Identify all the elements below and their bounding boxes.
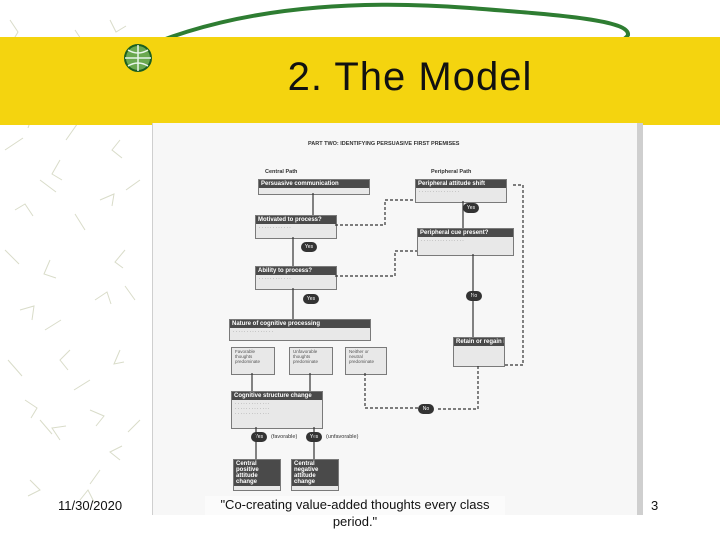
favorable-label: (favorable) (271, 434, 298, 440)
no-pill-cue: No (466, 291, 482, 301)
motivated-box: Motivated to process? · · · · · · · · · … (255, 215, 337, 239)
central-positive-box: Central positive attitude change (233, 459, 281, 491)
flow-arrows (251, 184, 524, 459)
globe-icon (124, 44, 152, 72)
footer-date: 11/30/2020 (58, 498, 123, 513)
yes-pill-ability: Yes (303, 294, 319, 304)
favorable-box: Favorable thoughts predominate (231, 347, 275, 375)
scan-edge (637, 123, 643, 515)
yes-pill-peripheral: Yes (463, 203, 479, 213)
title-band (0, 37, 720, 125)
yes-pill-favorable: Yes (251, 432, 267, 442)
model-figure: PART TWO: IDENTIFYING PERSUASIVE FIRST P… (152, 123, 643, 515)
yes-pill-motivated: Yes (301, 242, 317, 252)
persuasive-communication-box: Persuasive communication (258, 179, 370, 195)
ability-box: Ability to process? · · · · · · · · · · … (255, 266, 337, 290)
page-number: 3 (651, 498, 659, 513)
central-path-label: Central Path (265, 169, 298, 175)
peripheral-path-label: Peripheral Path (431, 169, 472, 175)
no-pill-structure: No (418, 404, 434, 414)
unfavorable-label: (unfavorable) (326, 434, 359, 440)
peripheral-cue-box: Peripheral cue present? · · · · · · · · … (417, 228, 514, 256)
cognitive-structure-box: Cognitive structure change · · · · · · ·… (231, 391, 323, 429)
peripheral-attitude-shift-box: Peripheral attitude shift · · · · · · · … (415, 179, 507, 203)
footer-quote: "Co-creating value-added thoughts every … (205, 496, 505, 530)
slide-title: 2. The Model (287, 55, 533, 99)
unfavorable-box: Unfavorable thoughts predominate (289, 347, 333, 375)
neutral-box: Neither or neutral predominate (345, 347, 387, 375)
figure-header: PART TWO: IDENTIFYING PERSUASIVE FIRST P… (308, 141, 460, 147)
central-negative-box: Central negative attitude change (291, 459, 339, 491)
retain-box: Retain or regain initial attitude (453, 337, 505, 367)
nature-of-processing-box: Nature of cognitive processing · · · · ·… (229, 319, 371, 341)
